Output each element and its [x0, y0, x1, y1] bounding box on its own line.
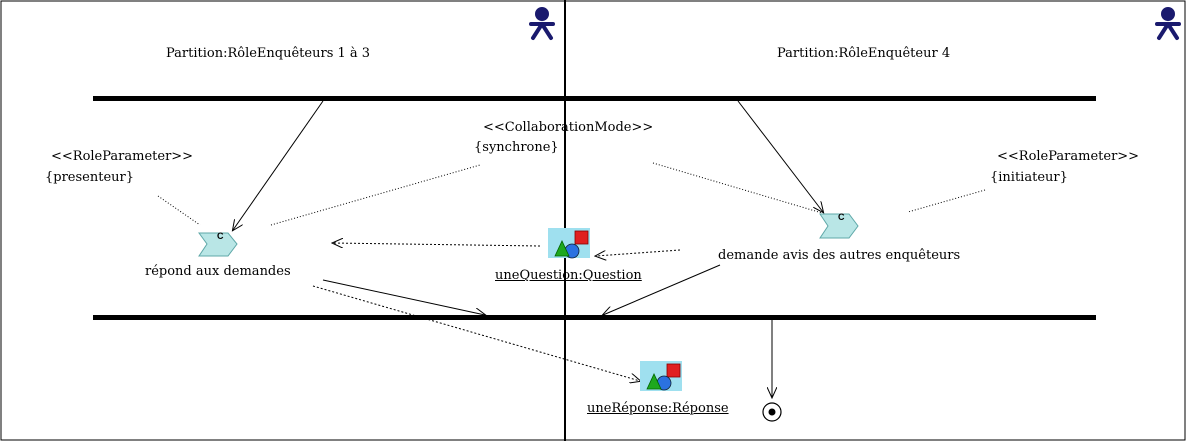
- svg-text:C: C: [838, 212, 845, 222]
- object-label-question: uneQuestion:Question: [495, 268, 642, 283]
- object-flow: [312, 285, 640, 381]
- object-label-reponse: uneRéponse:Réponse: [587, 401, 729, 416]
- svg-text:C: C: [217, 231, 224, 241]
- object-flow: [333, 243, 541, 246]
- role-parameter-stereotype-left: <<RoleParameter>>: [51, 149, 194, 164]
- collaboration-stereotype: <<CollaborationMode>>: [483, 120, 654, 135]
- role-parameter-value-left: {presenteur}: [45, 170, 135, 185]
- action-icon: C: [198, 231, 238, 257]
- note-connector: [652, 162, 823, 214]
- actor-icon: [1155, 7, 1181, 40]
- flow-edge: [737, 100, 823, 212]
- action-icon: C: [819, 212, 859, 239]
- join-bar: [93, 315, 1096, 320]
- partition-label-left: Partition:RôleEnquêteurs 1 à 3: [166, 46, 371, 61]
- object-icon: [548, 228, 590, 259]
- note-connector: [270, 164, 481, 226]
- flow-edge: [233, 100, 324, 230]
- fork-bar: [93, 96, 1096, 101]
- flow-edge: [603, 264, 721, 315]
- action-label-left: répond aux demandes: [145, 264, 291, 279]
- role-parameter-value-right: {initiateur}: [990, 170, 1068, 185]
- flow-edge: [322, 279, 485, 315]
- actor-icon: [529, 7, 555, 40]
- role-parameter-stereotype-right: <<RoleParameter>>: [997, 149, 1140, 164]
- note-connector: [907, 189, 986, 213]
- object-icon: [640, 361, 682, 391]
- action-label-right: demande avis des autres enquêteurs: [718, 248, 961, 263]
- partition-label-right: Partition:RôleEnquêteur 4: [777, 46, 951, 61]
- collaboration-constraint: {synchrone}: [474, 140, 559, 155]
- final-node-icon: [762, 402, 782, 422]
- object-flow: [596, 249, 681, 256]
- note-connector: [157, 195, 201, 226]
